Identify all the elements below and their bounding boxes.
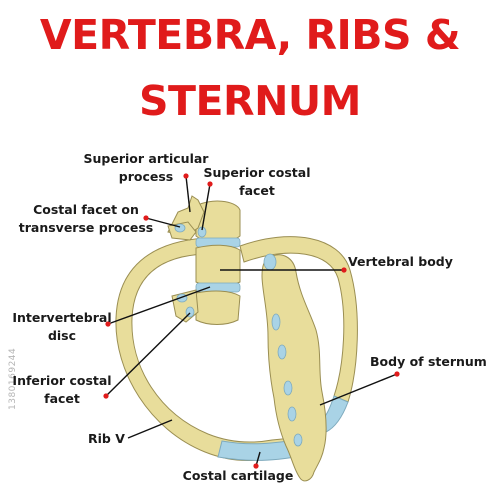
leader-inferior-costal [105, 312, 191, 397]
vertebral-body-shape [195, 244, 241, 287]
label-superior-articular-2: process [119, 169, 173, 184]
leader-rib-v [127, 419, 173, 439]
sternum-notch-3 [277, 344, 287, 360]
leader-intervertebral-disc [107, 286, 211, 325]
marker-superior-articular [183, 173, 189, 179]
sternum-notch-4 [283, 380, 293, 396]
markers [103, 173, 400, 469]
sternum-notch-6 [293, 433, 303, 447]
label-rib-v: Rib V [88, 431, 125, 446]
label-superior-costal-2: facet [239, 183, 275, 198]
marker-body-of-sternum [394, 371, 400, 377]
leader-superior-costal [201, 183, 211, 231]
label-intervertebral-disc-1: Intervertebral [12, 310, 111, 325]
title-line-1: VERTEBRA, RIBS & [39, 11, 461, 59]
sternum [261, 253, 327, 482]
leader-body-of-sternum [319, 373, 398, 406]
sternum-body [261, 254, 327, 482]
label-intervertebral-disc-2: disc [48, 328, 76, 343]
marker-intervertebral-disc [105, 321, 111, 327]
costal-facet-transverse-shape [174, 223, 186, 233]
sternum-notch-2 [271, 313, 281, 331]
leader-lines [105, 175, 398, 467]
marker-costal-cartilage [253, 463, 259, 469]
label-superior-costal-1: Superior costal [203, 165, 310, 180]
label-vertebral-body: Vertebral body [348, 254, 453, 269]
marker-superior-costal [207, 181, 213, 187]
labels: Superior articular process Superior cost… [12, 151, 486, 483]
vertebra [167, 195, 241, 325]
label-costal-facet-transverse-1: Costal facet on [33, 202, 139, 217]
label-superior-articular-1: Superior articular [84, 151, 210, 166]
marker-vertebral-body [341, 267, 347, 273]
label-body-of-sternum: Body of sternum [370, 354, 487, 369]
sternum-notch-5 [287, 406, 297, 422]
label-inferior-costal-2: facet [44, 391, 80, 406]
label-costal-facet-transverse-2: transverse process [19, 220, 153, 235]
label-inferior-costal-1: Inferior costal [12, 373, 111, 388]
lower-vertebra [195, 290, 241, 325]
leader-superior-articular [185, 175, 191, 213]
marker-costal-facet-transverse [143, 215, 149, 221]
leader-costal-facet-transverse [145, 217, 181, 228]
marker-inferior-costal [103, 393, 109, 399]
label-costal-cartilage: Costal cartilage [183, 468, 294, 483]
title-line-2: STERNUM [139, 77, 361, 125]
sternum-notch-1 [263, 253, 277, 271]
